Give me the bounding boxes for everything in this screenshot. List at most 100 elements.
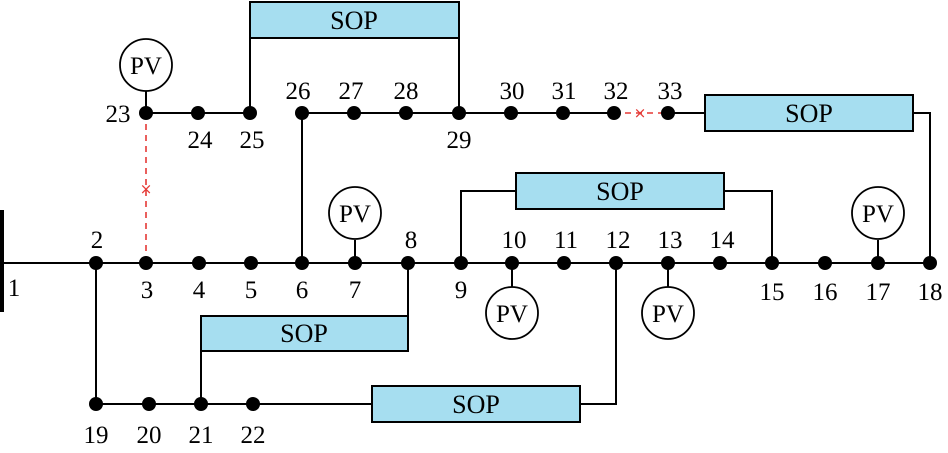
pv-label: PV	[130, 53, 162, 80]
sop-label: SOP	[452, 390, 500, 419]
node-label-5: 5	[245, 277, 258, 304]
bus-node-11	[557, 256, 571, 270]
bus-node-28	[399, 106, 413, 120]
bus-node-10	[505, 256, 519, 270]
node-label-17: 17	[866, 279, 891, 306]
sop-8-21: SOP	[200, 315, 409, 352]
node-label-27: 27	[339, 78, 364, 105]
sop-box	[249, 1, 460, 39]
bus-node-18	[923, 256, 937, 270]
node-label-15: 15	[760, 279, 785, 306]
sop-22-12: SOP	[371, 385, 581, 423]
node-label-6: 6	[296, 277, 309, 304]
pv-units: PV PV PV PV PV	[119, 38, 905, 340]
bus-node-16	[818, 256, 832, 270]
sop-25-29: SOP	[249, 1, 460, 39]
bus-node-15	[765, 256, 779, 270]
sop-middle-left-lead	[460, 190, 516, 263]
bus-node-29	[452, 106, 466, 120]
node-label-22: 22	[241, 422, 266, 449]
sop-devices: SOP SOP SOP SOP SOP	[200, 1, 914, 423]
node-label-20: 20	[137, 422, 162, 449]
bus-node-33	[661, 106, 675, 120]
pv-label: PV	[652, 301, 684, 328]
node-label-7: 7	[349, 277, 362, 304]
node-label-32: 32	[604, 78, 629, 105]
node-label-31: 31	[552, 78, 577, 105]
node-label-13: 13	[658, 227, 683, 254]
node-label-2: 2	[91, 227, 104, 254]
bus-nodes	[89, 106, 937, 411]
node-label-10: 10	[502, 227, 527, 254]
open-switch-32-33: ×	[634, 104, 647, 122]
sop-middle-right-lead	[724, 190, 773, 263]
bus-node-22	[246, 397, 260, 411]
pv-at-node-17: PV	[851, 186, 905, 240]
bus-node-2	[89, 256, 103, 270]
bus-node-14	[713, 256, 727, 270]
node-label-8: 8	[405, 227, 418, 254]
bus-node-6	[295, 256, 309, 270]
node-label-9: 9	[455, 277, 468, 304]
bus-node-12	[609, 256, 623, 270]
bus-node-13	[661, 256, 675, 270]
sop-label: SOP	[596, 177, 644, 206]
node-label-18: 18	[918, 279, 943, 306]
bus-node-23	[139, 106, 153, 120]
node-label-33: 33	[658, 78, 683, 105]
bus-node-26	[295, 106, 309, 120]
pv-at-node-13: PV	[641, 286, 695, 340]
bus-node-30	[504, 106, 518, 120]
sop-label: SOP	[330, 6, 378, 35]
bus-node-25	[243, 106, 257, 120]
pv-circle	[485, 286, 539, 340]
bus-node-8	[401, 256, 415, 270]
tie-switches: × ×	[140, 104, 668, 263]
pv-circle	[641, 286, 695, 340]
sop-33-18: SOP	[704, 94, 914, 132]
node-label-25: 25	[240, 127, 265, 154]
node-label-12: 12	[606, 227, 631, 254]
bus-node-4	[192, 256, 206, 270]
sop-label: SOP	[280, 319, 328, 348]
bus-node-3	[139, 256, 153, 270]
node-label-21: 21	[189, 422, 214, 449]
node-label-11: 11	[554, 227, 578, 254]
sop-9-15: SOP	[515, 172, 725, 210]
node-label-4: 4	[193, 277, 206, 304]
node-label-19: 19	[84, 422, 109, 449]
sop-label: SOP	[785, 99, 833, 128]
pv-circle	[328, 186, 382, 240]
bus-node-24	[191, 106, 205, 120]
node-label-29: 29	[447, 127, 472, 154]
sop-bottom-right-lead	[580, 263, 617, 405]
pv-circle	[851, 186, 905, 240]
node-label-16: 16	[813, 279, 838, 306]
node-label-3: 3	[141, 277, 154, 304]
sop-box	[200, 315, 409, 352]
node-label-1: 1	[8, 275, 21, 302]
bus-node-19	[89, 397, 103, 411]
node-label-24: 24	[188, 127, 214, 154]
sop-right-lead	[913, 112, 931, 263]
bus-node-27	[347, 106, 361, 120]
node-label-14: 14	[710, 227, 736, 254]
node-label-28: 28	[394, 78, 419, 105]
bus-node-17	[871, 256, 885, 270]
bus-node-32	[607, 106, 621, 120]
node-label-26: 26	[286, 78, 311, 105]
node-labels: 1 2 3 4 5 6 7 8 9 10 11 12 13 14 15 16 1…	[8, 78, 943, 449]
bus-node-21	[194, 397, 208, 411]
open-switch-3-23: ×	[140, 180, 153, 198]
pv-circle	[119, 38, 173, 92]
lines	[0, 38, 931, 405]
bus-node-9	[454, 256, 468, 270]
bus-node-5	[244, 256, 258, 270]
bus-node-20	[142, 397, 156, 411]
bus-node-31	[556, 106, 570, 120]
sop-box	[515, 172, 725, 210]
pv-label: PV	[496, 301, 528, 328]
node-label-30: 30	[500, 78, 525, 105]
sop-box	[704, 94, 914, 132]
